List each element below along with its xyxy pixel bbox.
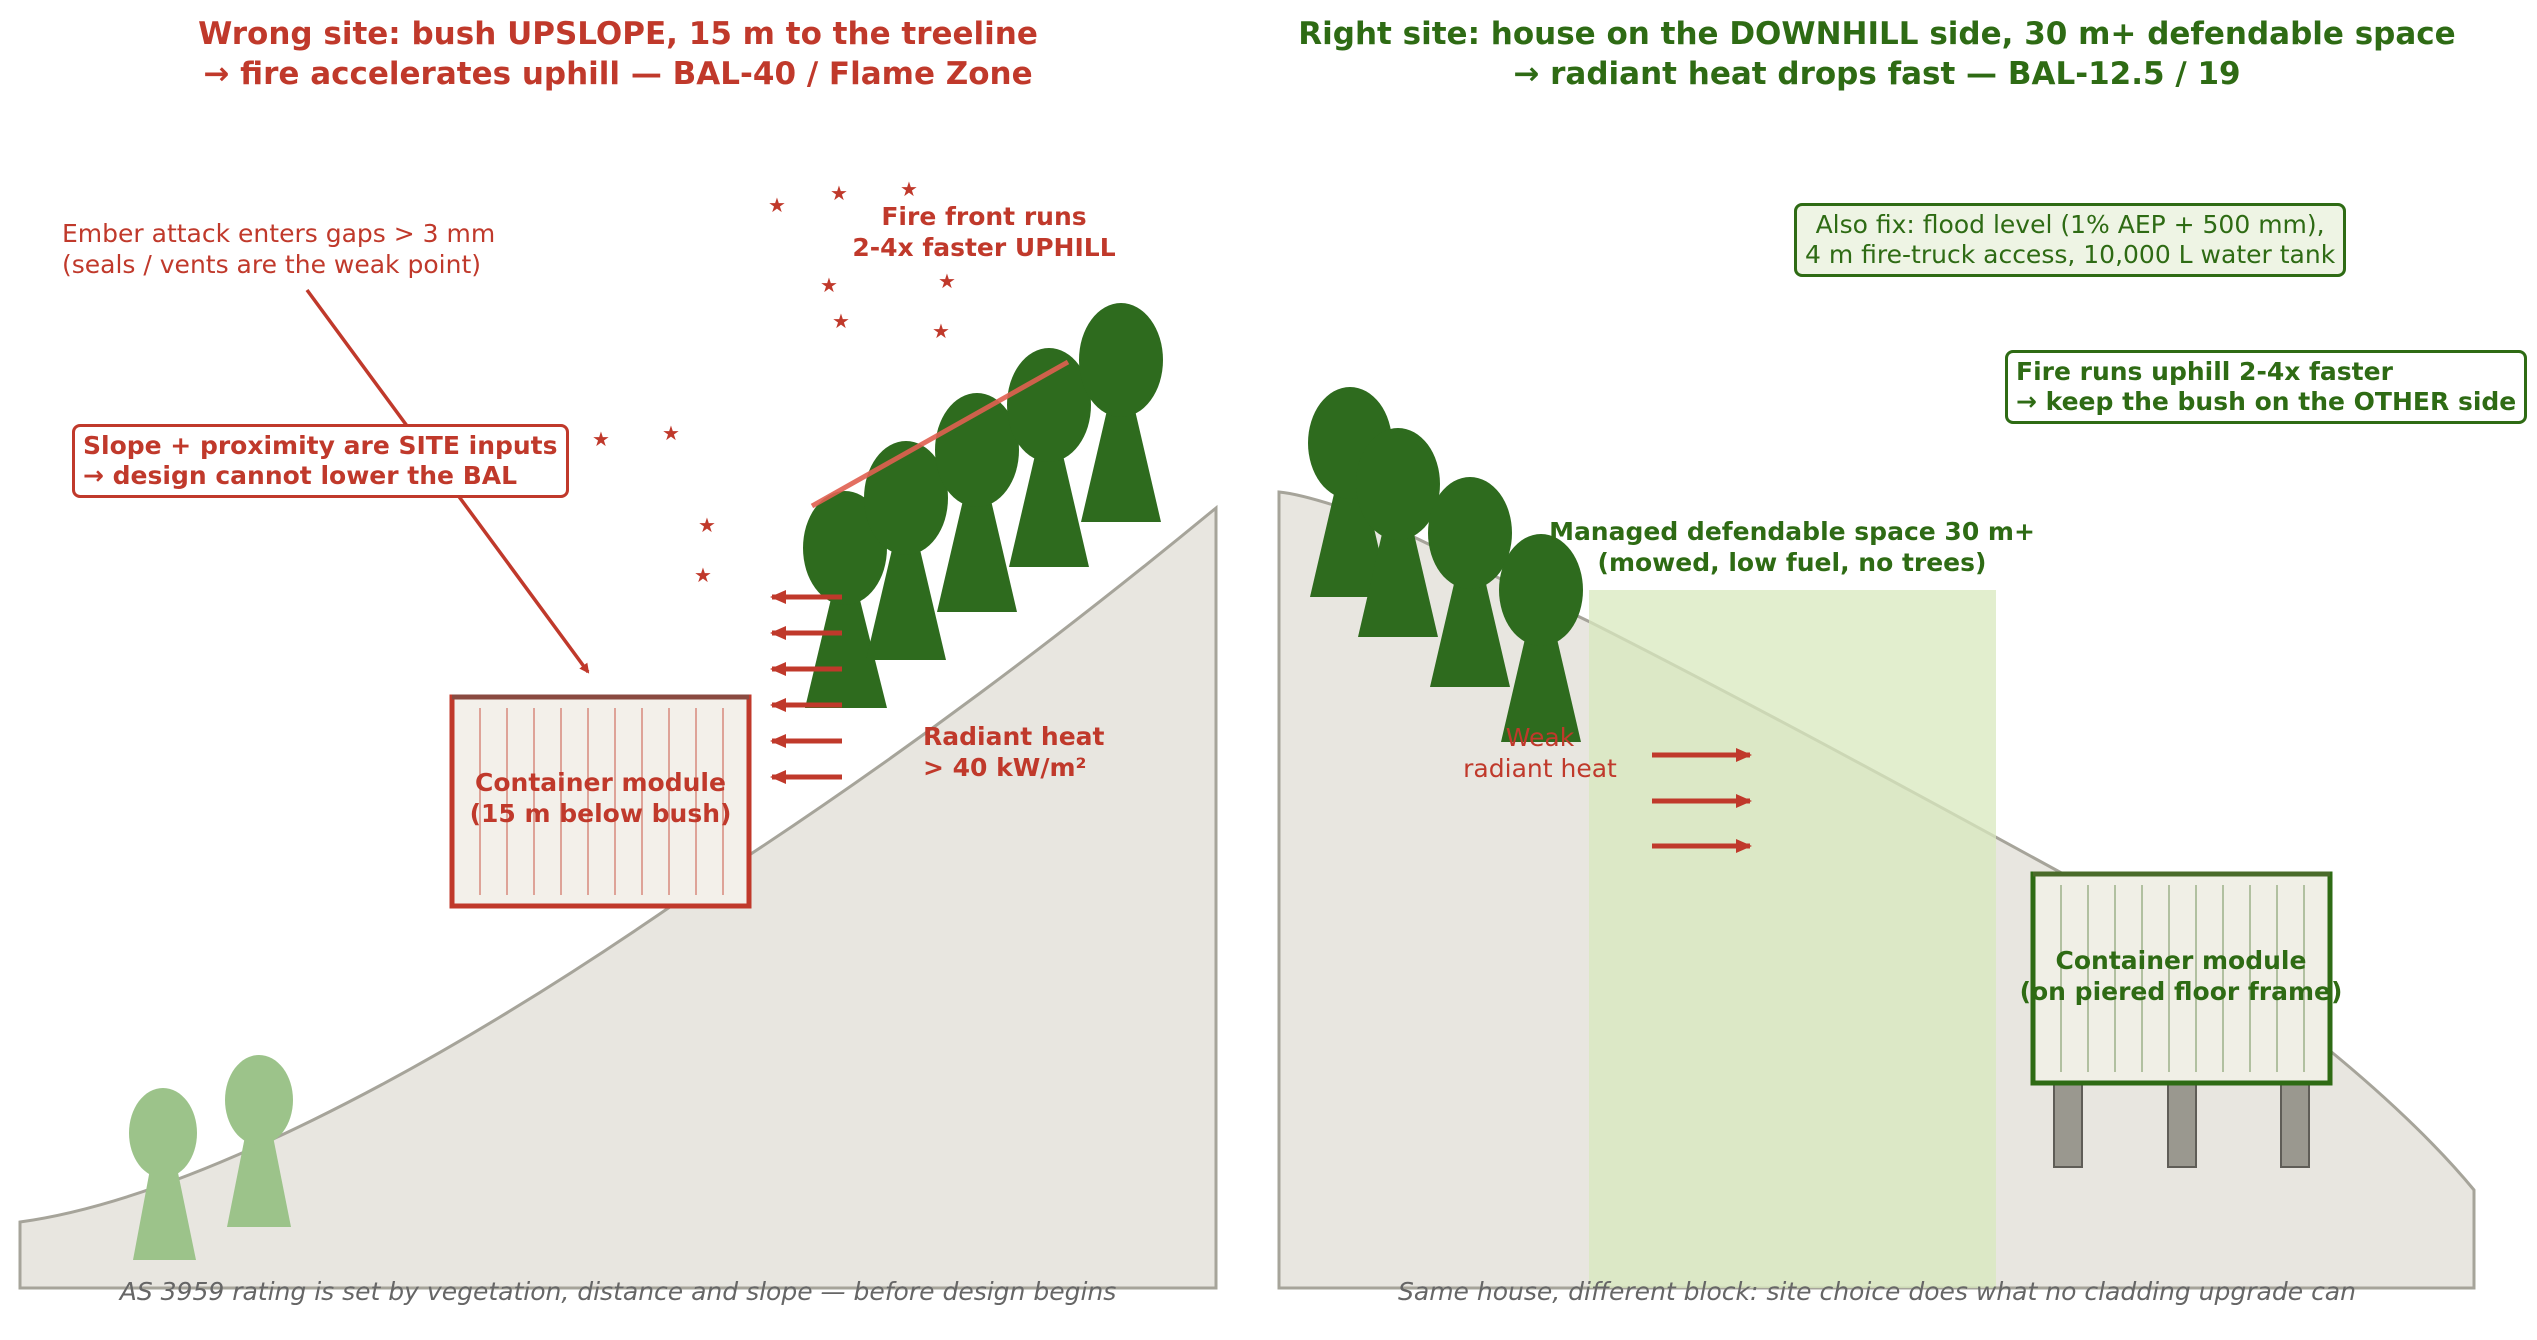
uphill-line1: Fire runs uphill 2-4x faster [2016, 357, 2393, 386]
right-container-line2: (on piered floor frame) [2019, 977, 2343, 1006]
pier-icon [2053, 1076, 2083, 1168]
ember-star-icon: ★ [592, 427, 610, 451]
bush-tree-3 [935, 393, 1019, 612]
fire-front-label: Fire front runs 2-4x faster UPHILL [834, 201, 1134, 263]
weak-heat-line1: Weak [1505, 723, 1575, 752]
ember-attack-line2: (seals / vents are the weak point) [62, 250, 481, 279]
bush-tree-2 [864, 441, 948, 660]
uphill-box: Fire runs uphill 2-4x faster → keep the … [2005, 350, 2528, 424]
weak-heat-line2: radiant heat [1463, 754, 1617, 783]
also-fix-box: Also fix: flood level (1% AEP + 500 mm),… [1794, 203, 2347, 277]
ember-star-icon: ★ [694, 563, 712, 587]
left-container-line2: (15 m below bush) [469, 799, 732, 828]
ember-attack-line1: Ember attack enters gaps > 3 mm [62, 219, 496, 248]
right-title: Right site: house on the DOWNHILL side, … [1265, 14, 2489, 94]
defendable-line1: Managed defendable space 30 m+ [1549, 517, 2035, 546]
ember-attack-label: Ember attack enters gaps > 3 mm (seals /… [62, 218, 495, 280]
right-container-label: Container module (on piered floor frame) [1981, 945, 2381, 1007]
bush-tree-4 [1007, 348, 1091, 567]
left-footer: AS 3959 rating is set by vegetation, dis… [119, 1277, 1117, 1306]
right-title-line1: Right site: house on the DOWNHILL side, … [1298, 16, 2456, 52]
right-footer: Same house, different block: site choice… [1398, 1277, 2356, 1306]
fire-front-line [810, 359, 1070, 509]
ember-star-icon: ★ [900, 177, 918, 201]
radiant-heat-label: Radiant heat > 40 kW/m² [923, 721, 1104, 783]
also-fix-line2: 4 m fire-truck access, 10,000 L water ta… [1805, 240, 2336, 269]
right-title-line2: → radiant heat drops fast — BAL-12.5 / 1… [1513, 56, 2241, 92]
pier-icon [2280, 1076, 2310, 1168]
site-inputs-line1: Slope + proximity are SITE inputs [83, 431, 558, 460]
ember-star-icon: ★ [938, 269, 956, 293]
left-title-line1: Wrong site: bush UPSLOPE, 15 m to the tr… [198, 16, 1038, 52]
left-container-module [449, 694, 752, 909]
right-container-line1: Container module [2055, 946, 2307, 975]
bush-tree-9 [1499, 534, 1583, 742]
ember-star-icon: ★ [768, 193, 786, 217]
site-inputs-line2: → design cannot lower the BAL [83, 461, 518, 490]
left-title-line2: → fire accelerates uphill — BAL-40 / Fla… [203, 56, 1033, 92]
ember-star-icon: ★ [820, 273, 838, 297]
ember-star-icon: ★ [698, 513, 716, 537]
ember-star-icon: ★ [662, 421, 680, 445]
left-container-label: Container module (15 m below bush) [452, 767, 749, 829]
fire-front-line1: Fire front runs [881, 202, 1087, 231]
right-container-module [2030, 871, 2333, 1168]
bush-tree-5 [1079, 303, 1163, 522]
defendable-space-label: Managed defendable space 30 m+ (mowed, l… [1542, 516, 2042, 578]
left-panel: ★ ★ ★ ★ ★ ★ ★ ★ ★ ★ ★ [18, 177, 1218, 1290]
also-fix-line1: Also fix: flood level (1% AEP + 500 mm), [1815, 210, 2325, 239]
left-container-line1: Container module [475, 768, 726, 797]
small-tree-1 [129, 1088, 197, 1260]
radiant-heat-line1: Radiant heat [923, 722, 1105, 751]
pier-icon [2167, 1076, 2197, 1168]
uphill-line2: → keep the bush on the OTHER side [2016, 387, 2517, 416]
defendable-space-zone [1589, 590, 1996, 1288]
fire-front-line2: 2-4x faster UPHILL [852, 233, 1116, 262]
ember-star-icon: ★ [830, 181, 848, 205]
defendable-line2: (mowed, low fuel, no trees) [1597, 548, 1987, 577]
small-tree-2 [225, 1055, 293, 1227]
ember-star-icon: ★ [932, 319, 950, 343]
radiant-heat-arrows [770, 590, 842, 784]
bush-tree-8 [1428, 477, 1512, 687]
right-panel [1277, 387, 2476, 1290]
radiant-heat-line2: > 40 kW/m² [923, 753, 1087, 782]
ember-star-icon: ★ [832, 309, 850, 333]
ember-stars: ★ ★ ★ ★ ★ ★ ★ ★ ★ ★ ★ [592, 177, 956, 587]
bush-tree-7 [1356, 428, 1440, 637]
left-title: Wrong site: bush UPSLOPE, 15 m to the tr… [0, 14, 1236, 94]
site-inputs-box: Slope + proximity are SITE inputs → desi… [72, 424, 569, 498]
bush-tree-1 [803, 491, 887, 708]
weak-heat-arrows [1652, 748, 1752, 853]
weak-heat-label: Weak radiant heat [1440, 722, 1640, 784]
